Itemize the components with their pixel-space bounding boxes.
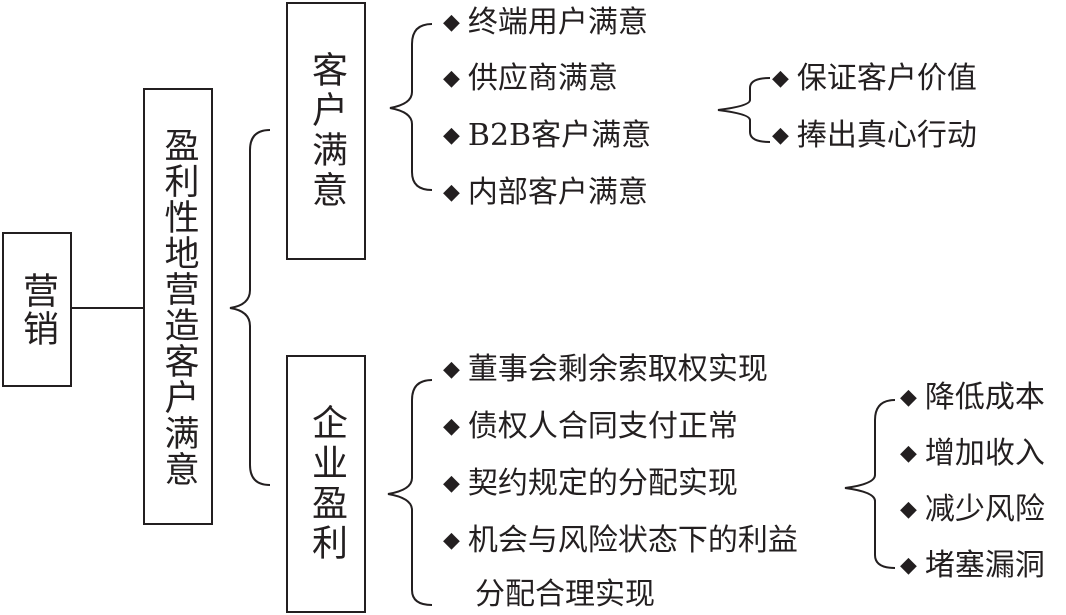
item-label: 内部客户满意 — [467, 175, 648, 210]
list-item: ◆ 内部客户满意 — [443, 175, 648, 211]
item-label: 终端用户满意 — [467, 5, 648, 40]
list-item: ◆ 终端用户满意 — [443, 5, 648, 41]
sub-item-label: 保证客户价值 — [796, 61, 977, 96]
sub-item-label: 捧出真心行动 — [796, 118, 977, 153]
diamond-bullet-icon: ◆ — [443, 123, 460, 148]
sub-item-label: 增加收入 — [924, 436, 1045, 471]
sub-item: ◆ 增加收入 — [900, 436, 1045, 472]
list-item: ◆ 契约规定的分配实现 — [443, 466, 738, 502]
diamond-bullet-icon: ◆ — [900, 385, 917, 410]
item-label: B2B客户满意 — [467, 118, 652, 153]
item-label: 契约规定的分配实现 — [467, 466, 738, 501]
diamond-bullet-icon: ◆ — [443, 414, 460, 439]
diamond-bullet-icon: ◆ — [443, 66, 460, 91]
sub-item: ◆ 减少风险 — [900, 492, 1045, 528]
list-item: ◆ B2B客户满意 — [443, 118, 651, 154]
list-item: ◆ 机会与风险状态下的利益 — [443, 523, 798, 559]
sub-item-label: 降低成本 — [924, 380, 1045, 415]
bracket-main — [229, 129, 271, 486]
list-item-continuation: 分配合理实现 — [475, 577, 655, 612]
sub-item-label: 减少风险 — [924, 492, 1045, 527]
branch-satisfaction-box: 客户满意 — [286, 2, 366, 260]
list-item: ◆ 供应商满意 — [443, 61, 618, 97]
diamond-bullet-icon: ◆ — [772, 66, 789, 91]
diamond-bullet-icon: ◆ — [900, 553, 917, 578]
sub-item-label: 堵塞漏洞 — [924, 548, 1045, 583]
item-label: 机会与风险状态下的利益 — [467, 523, 798, 558]
list-item: ◆ 债权人合同支付正常 — [443, 409, 738, 445]
sub-item: ◆ 捧出真心行动 — [772, 118, 977, 154]
sub-item: ◆ 堵塞漏洞 — [900, 548, 1045, 584]
branch-satisfaction-label: 客户满意 — [306, 51, 347, 211]
list-item: ◆ 董事会剩余索取权实现 — [443, 352, 768, 388]
branch-profit-box: 企业盈利 — [286, 355, 366, 613]
diamond-bullet-icon: ◆ — [443, 10, 460, 35]
bracket-satisfaction — [389, 23, 433, 191]
branch-profit-label: 企业盈利 — [306, 404, 347, 564]
diamond-bullet-icon: ◆ — [900, 497, 917, 522]
sub-item: ◆ 降低成本 — [900, 380, 1045, 416]
diamond-bullet-icon: ◆ — [443, 357, 460, 382]
diamond-bullet-icon: ◆ — [443, 528, 460, 553]
bracket-profit — [387, 379, 433, 606]
diamond-bullet-icon: ◆ — [772, 123, 789, 148]
root-node-label: 营销 — [17, 271, 58, 348]
bracket-satisfaction-sub — [717, 77, 771, 143]
item-label: 供应商满意 — [467, 61, 618, 96]
diamond-bullet-icon: ◆ — [900, 441, 917, 466]
sub-item: ◆ 保证客户价值 — [772, 61, 977, 97]
diamond-bullet-icon: ◆ — [443, 180, 460, 205]
diamond-bullet-icon: ◆ — [443, 471, 460, 496]
middle-node-label: 盈利性地营造客户满意 — [158, 126, 199, 487]
item-label: 董事会剩余索取权实现 — [467, 352, 768, 387]
middle-node-box: 盈利性地营造客户满意 — [143, 88, 213, 525]
item-label: 债权人合同支付正常 — [467, 409, 738, 444]
root-node-box: 营销 — [2, 232, 72, 387]
bracket-profit-sub — [844, 399, 896, 569]
